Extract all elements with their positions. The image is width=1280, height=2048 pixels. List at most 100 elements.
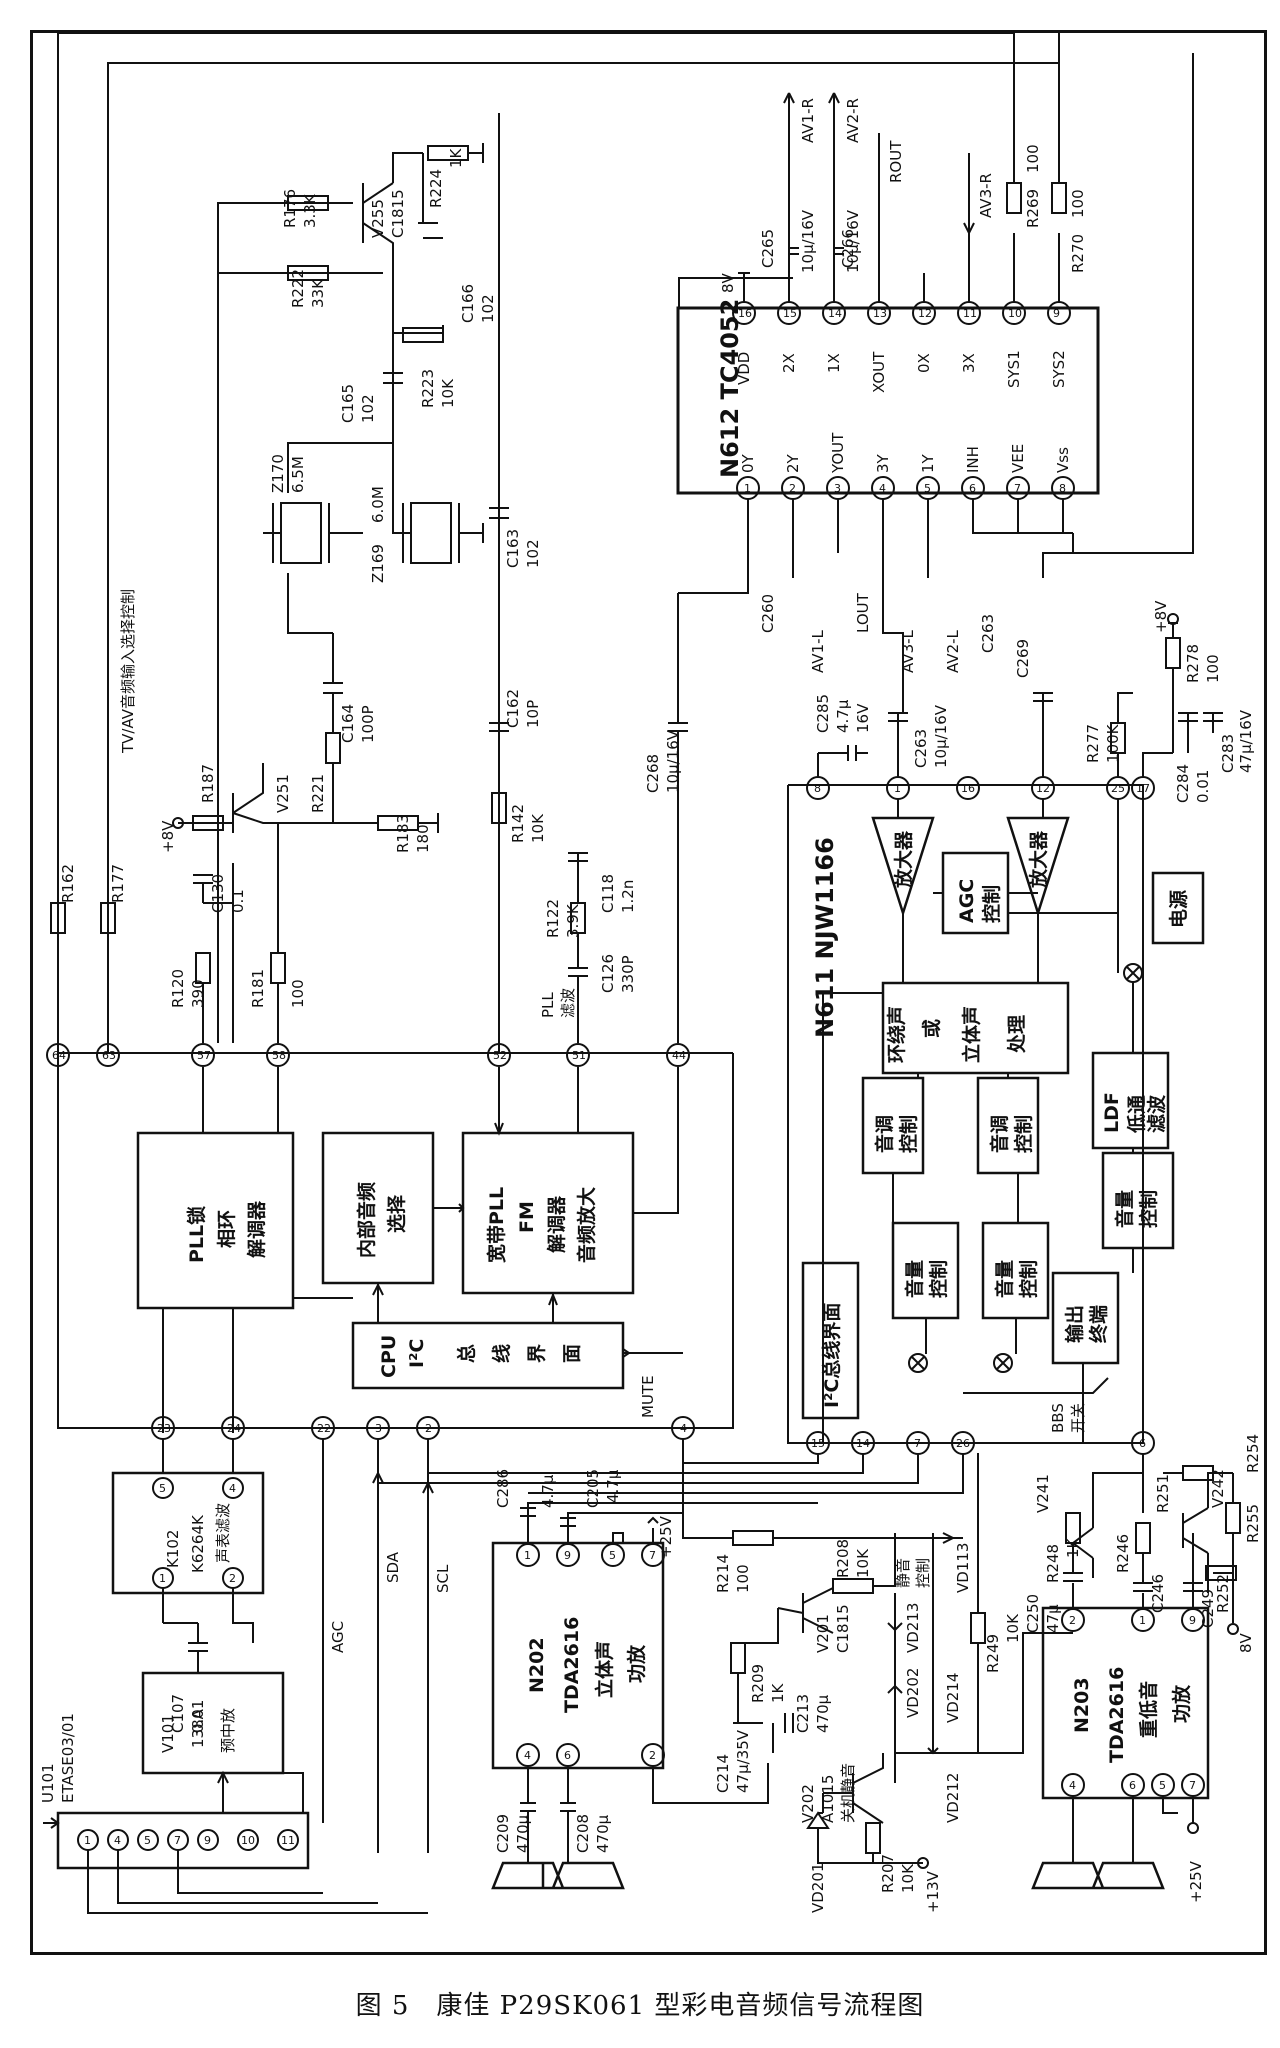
n203-pin7: 7: [1189, 1779, 1196, 1792]
label-av1l: AV1-L: [809, 629, 827, 673]
label-z169: Z169: [369, 544, 387, 583]
n202-pin9: 9: [564, 1549, 571, 1562]
label-r278-value: 100: [1204, 654, 1222, 683]
n611-pin15: 15: [811, 1437, 825, 1450]
n612-name8: Vss: [1054, 447, 1072, 473]
label-c165: C165: [339, 384, 357, 423]
n612-pin9: 9: [1053, 307, 1060, 320]
label-av2r: AV2-R: [844, 98, 862, 143]
label-r214: R214: [714, 1554, 732, 1593]
pll-line2: 相环: [216, 1210, 238, 1248]
n612-name9: SYS2: [1050, 350, 1068, 388]
n202-pin1: 1: [524, 1549, 531, 1562]
k102-pin2: 2: [229, 1572, 236, 1585]
label-av1r: AV1-R: [799, 98, 817, 143]
n203-chip: [1041, 1606, 1210, 1800]
label-c283-value: 47μ/16V: [1237, 709, 1255, 773]
wide-line3: 解调器: [545, 1195, 568, 1253]
surround-line1: 环绕声: [885, 1006, 908, 1063]
label-r120: R120: [169, 969, 187, 1008]
label-c209: C209: [494, 1814, 512, 1853]
tuner-pin10: 10: [241, 1834, 255, 1847]
n612-pin8: 8: [1059, 482, 1066, 495]
n202-chip: [491, 1541, 665, 1770]
label-c164: C164: [339, 704, 357, 743]
n611-title: N611 NJW1166: [811, 837, 839, 1038]
label-c208-value: 470μ: [594, 1814, 612, 1853]
label-c107: C107: [169, 1694, 187, 1733]
label-c284: C284: [1174, 764, 1192, 803]
cpu-line1: CPU: [378, 1335, 400, 1378]
mute-circuit: R214 100 V201 C1815 R208 10K R209 1K C21…: [682, 1439, 1022, 1913]
n202-pin7: 7: [649, 1549, 656, 1562]
n612-name3: YOUT: [829, 432, 847, 474]
n612-name13: XOUT: [870, 351, 888, 393]
power-block: [1151, 871, 1205, 945]
power-label: 电源: [1167, 890, 1190, 928]
amp2-label: 放大器: [1027, 830, 1050, 889]
k102-pin4: 4: [229, 1482, 236, 1495]
label-scl: SCL: [434, 1564, 452, 1593]
schematic: N612 TC4052 16 15 14 13 12 11 10 9 VDD 2…: [39, 33, 1262, 1914]
n203-pin5: 5: [1159, 1779, 1166, 1792]
n101-pin3: 3: [375, 1422, 382, 1435]
output-terminal-block: [1051, 1271, 1120, 1365]
cpu-line5: 界: [526, 1344, 548, 1363]
tone1-line2: 控制: [897, 1115, 920, 1153]
label-r122-value: 3.9K: [564, 903, 582, 938]
n612-pin10: 10: [1008, 307, 1022, 320]
n612-pin1: 1: [744, 482, 751, 495]
label-c268: C268: [644, 754, 662, 793]
n101-pin57: 57: [197, 1049, 211, 1062]
i2c-bus-interface-block: [801, 1261, 860, 1420]
tuner-pin5: 5: [144, 1834, 151, 1847]
label-r270-value: 100: [1069, 189, 1087, 218]
label-c164-value: 100P: [359, 705, 377, 743]
n612-pin12: 12: [918, 307, 932, 320]
surround-line3: 立体声: [960, 1006, 983, 1063]
label-c265-value: 10μ/16V: [799, 209, 817, 273]
label-agc: AGC: [329, 1621, 347, 1653]
tuner-pins: 1 4 5 7 9 10 11: [77, 1829, 299, 1851]
n101-pin24: 24: [227, 1422, 241, 1435]
n612-name15: 2X: [780, 353, 798, 373]
label-c163-value: 102: [524, 539, 542, 568]
i2c-label: I²C总线界面: [820, 1303, 843, 1408]
label-r249-value: 10K: [1004, 1613, 1022, 1643]
label-r187: R187: [199, 764, 217, 803]
label-r209: R209: [749, 1664, 767, 1703]
out-line2: 终端: [1087, 1305, 1110, 1343]
label-c246: C246: [1149, 1574, 1167, 1613]
n202-func2: 功放: [625, 1644, 648, 1683]
label-c208: C208: [574, 1814, 592, 1853]
label-r224-value: 1K: [447, 147, 465, 168]
surround-line2: 或: [920, 1019, 943, 1038]
n203-func2: 功放: [1170, 1684, 1193, 1723]
label-v202-type: A1015: [819, 1775, 837, 1823]
label-c268-value: 10μ/16V: [664, 729, 682, 793]
label-c285: C285: [814, 694, 832, 733]
surround-stereo-block: [881, 981, 1070, 1075]
n202-pin5: 5: [609, 1549, 616, 1562]
label-z170: Z170: [269, 454, 287, 493]
if-section: 5 4 1 2 K102 K6264K 声表滤波 C107 0.01 V101 …: [39, 1439, 452, 1914]
label-c118: C118: [599, 874, 617, 913]
ldf-line2: 低通: [1125, 1094, 1148, 1134]
label-r270: R270: [1069, 234, 1087, 273]
diagram-frame: N612 TC4052 16 15 14 13 12 11 10 9 VDD 2…: [30, 30, 1267, 1955]
n612-name6: INH: [964, 446, 982, 473]
label-8v-n611: +8V: [1152, 600, 1170, 633]
out-line1: 输出: [1063, 1305, 1086, 1343]
label-c126-value: 330P: [619, 955, 637, 993]
label-c213-value: 470μ: [814, 1694, 832, 1733]
label-mute: MUTE: [639, 1375, 657, 1418]
cpu-i2c-block: [351, 1321, 625, 1390]
label-z169-value: 6.0M: [369, 486, 387, 523]
pll-demod-block: [136, 1131, 295, 1310]
n202-amp: 1 9 5 7 4 6 2 N202 TDA2616 立体声 功放 C286 4…: [491, 1469, 818, 1890]
n611-pin1: 1: [894, 782, 901, 795]
vol1-line2: 控制: [927, 1260, 950, 1298]
label-r209-value: 1K: [769, 1682, 787, 1703]
subwoofer-speakers: [1031, 1861, 1165, 1890]
label-u101-type: ETASE03/01: [59, 1713, 77, 1803]
